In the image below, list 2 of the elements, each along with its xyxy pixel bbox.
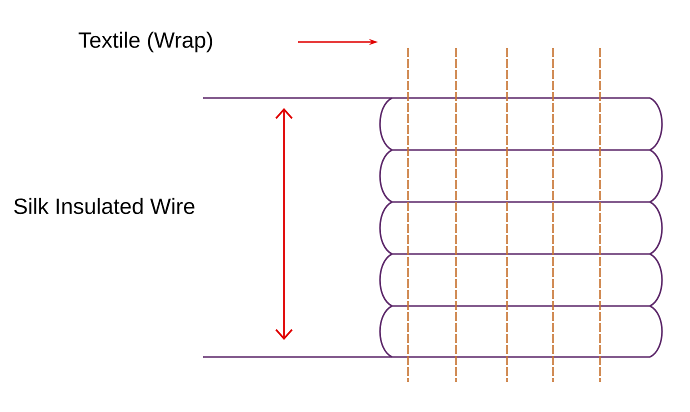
label: Silk Insulated Wire bbox=[14, 198, 194, 214]
label: Textile (Wrap) bbox=[78, 32, 212, 52]
